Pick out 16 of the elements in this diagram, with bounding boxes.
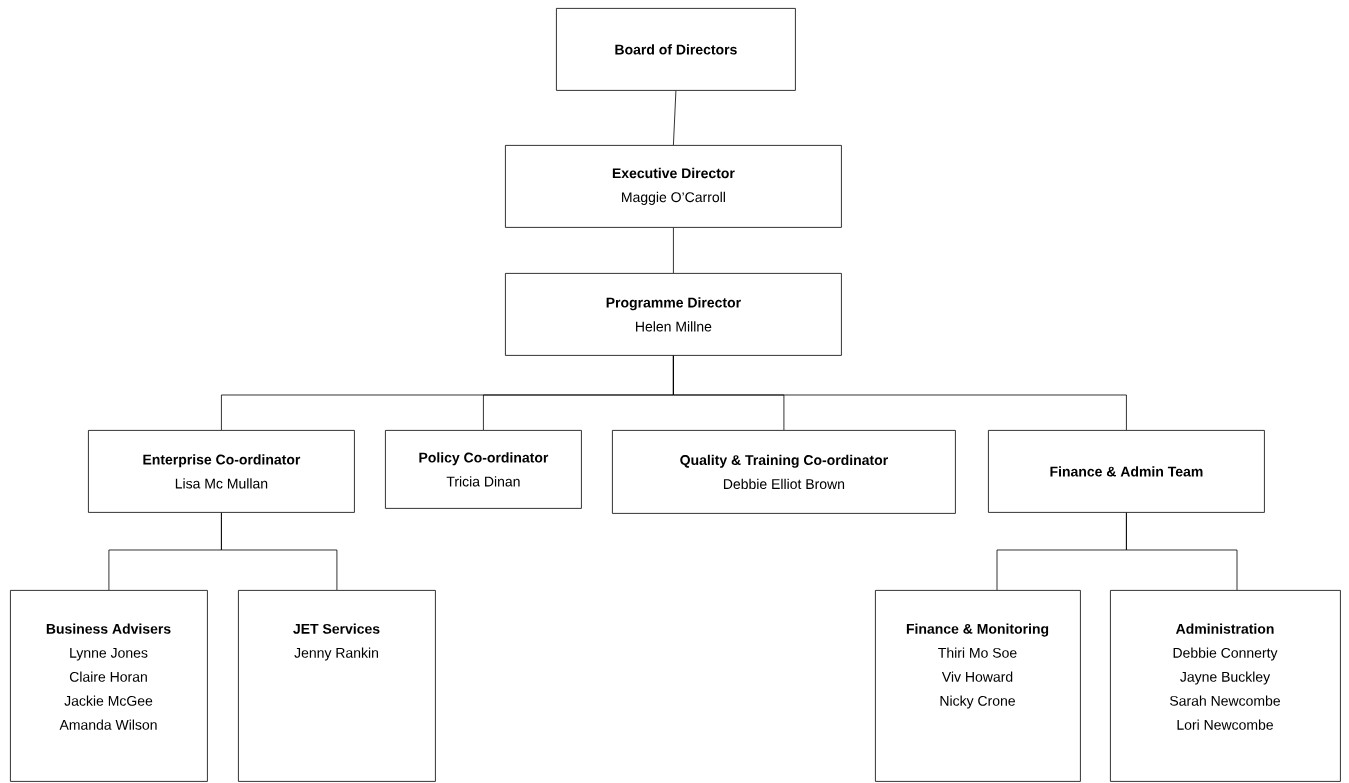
org-box: Executive Director Maggie O’Carroll <box>505 145 842 228</box>
org-box: Enterprise Co-ordinator Lisa Mc Mullan <box>88 430 355 513</box>
org-box: Board of Directors <box>556 8 796 91</box>
org-box: Finance & Monitoring Thiri Mo Soe Viv Howard Nicky Crone <box>875 590 1081 782</box>
connector-line <box>673 227 674 274</box>
connector-line <box>673 355 1127 431</box>
org-box: Finance & Admin Team <box>988 430 1265 513</box>
org-box: Business Advisers Lynne Jones Claire Horan Jackie McGee Amanda Wilson <box>10 590 208 782</box>
org-box: JET Services Jenny Rankin <box>238 590 436 782</box>
org-box: Administration Debbie Connerty Jayne Buckley Sarah Newcombe Lori Newcombe <box>1110 590 1341 782</box>
org-box: Programme Director Helen Millne <box>505 273 842 356</box>
connector-line <box>673 90 677 146</box>
connector-line <box>1126 512 1238 591</box>
org-box: Policy Co-ordinator Tricia Dinan <box>385 430 582 509</box>
connector-line <box>221 512 338 591</box>
org-box: Quality & Training Co-ordinator Debbie Elliot Brown <box>612 430 956 514</box>
